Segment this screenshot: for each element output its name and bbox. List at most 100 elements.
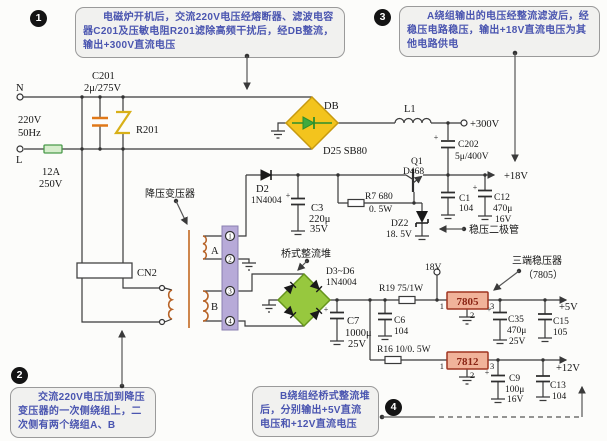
- terminal-l: [16, 145, 24, 153]
- label-q1: Q1: [411, 157, 423, 167]
- label-r16: R16 10/0. 5W: [377, 345, 431, 355]
- transformer: 1 2 3 4: [158, 225, 239, 331]
- label-d3d6: D3~D6: [326, 267, 355, 277]
- label-d25: D25 SB80: [323, 146, 367, 157]
- plus-c9: +: [485, 368, 490, 377]
- label-r201: R201: [136, 125, 159, 136]
- label-r7: R7 680: [365, 192, 393, 202]
- label-c7: C7: [347, 316, 359, 327]
- label-300v: +300V: [470, 119, 500, 130]
- pin-2-label: 2: [228, 256, 232, 264]
- resistor-r16: [384, 355, 402, 365]
- label-c7-voltage: 25V: [348, 339, 367, 350]
- label-50hz: 50Hz: [18, 128, 41, 139]
- label-c15-value: 105: [553, 328, 568, 338]
- label-c9-voltage: 16V: [507, 395, 524, 405]
- callout-4-text: B绕组经桥式整流堆后，分别输出+5V直流电压和+12V直流电压: [260, 391, 370, 431]
- label-regulator-note2: （7805）: [523, 269, 563, 281]
- label-c9: C9: [509, 374, 520, 384]
- pin-3-label: 3: [228, 288, 232, 296]
- label-c1: C1: [459, 194, 470, 204]
- label-winding-a: A: [211, 246, 219, 257]
- cap-c15: [538, 313, 552, 321]
- label-db: DB: [324, 101, 339, 112]
- component-labels: N L 220V 50Hz 12A 250V C201 2μ/275V R201…: [16, 71, 580, 405]
- label-c3-voltage: 35V: [310, 224, 329, 235]
- pin-1-label: 1: [228, 233, 232, 241]
- plus-c3: +: [286, 191, 291, 200]
- terminal-18v: [433, 268, 441, 276]
- label-c12: C12: [494, 193, 510, 203]
- label-c6-value: 104: [394, 327, 409, 337]
- callout-4-badge: 4: [385, 399, 402, 416]
- pin-4-label: 4: [228, 318, 232, 326]
- winding-b: [202, 290, 209, 322]
- label-c35-voltage: 25V: [509, 337, 526, 347]
- label-l: L: [16, 155, 22, 166]
- label-5v-out: +5V: [559, 302, 578, 313]
- cap-c35: [493, 311, 507, 321]
- label-c12-voltage: 16V: [495, 215, 512, 225]
- label-r19: R19 75/1W: [379, 284, 423, 294]
- varistor-r201: [113, 110, 133, 135]
- resistor-r19: [398, 295, 416, 305]
- cap-c3: [291, 197, 305, 206]
- callout-3: A绕组输出的电压经整流滤波后，经稳压电路稳压，输出+18V直流电压为其他电路供电: [399, 6, 600, 57]
- label-c6: C6: [394, 316, 405, 326]
- callout-leaders: [118, 50, 586, 420]
- label-d2: D2: [256, 184, 269, 195]
- callout-4: B绕组经桥式整流堆后，分别输出+5V直流电压和+12V直流电压: [252, 386, 379, 437]
- transistor-q1: [405, 169, 423, 192]
- plus-c202: +: [434, 133, 439, 142]
- cap-c201: [92, 116, 108, 127]
- label-18v-tap: 18V: [425, 263, 442, 273]
- regulator-7812: [446, 351, 489, 370]
- label-regulator-note: 三端稳压器: [512, 254, 562, 267]
- winding-a: [202, 235, 207, 260]
- callout-2-badge: 2: [11, 367, 28, 384]
- label-fuse-a: 12A: [42, 167, 61, 178]
- label-12v-out: +12V: [556, 363, 580, 374]
- plus-c7: +: [324, 305, 329, 314]
- bridge-diode-icon: [283, 305, 297, 319]
- junction-dots: [80, 95, 547, 362]
- zener-dz2: [415, 211, 429, 227]
- bridge-diode-icon: [283, 281, 297, 295]
- annotation-arrows: [173, 198, 522, 291]
- bridge-diode-icon: [309, 307, 323, 321]
- cap-c1: [441, 191, 455, 199]
- label-transformer: 降压变压器: [145, 187, 195, 200]
- cap-c9: [491, 374, 505, 383]
- label-fuse-v: 250V: [39, 179, 63, 190]
- fuse: [43, 144, 63, 154]
- label-7805-pin2: 2: [470, 310, 474, 320]
- regulator-7805-label: 7805: [457, 296, 480, 308]
- bridge-diode-icon: [309, 279, 323, 293]
- label-7812-pin3: 3: [490, 361, 494, 371]
- connector-cn2: [76, 262, 133, 279]
- cap-c12: [478, 189, 492, 198]
- cap-c6: [378, 312, 392, 321]
- label-zener-note: 稳压二极管: [469, 223, 519, 236]
- label-c201: C201: [92, 71, 115, 82]
- capacitors: [92, 116, 552, 383]
- label-c13-value: 104: [552, 392, 567, 402]
- label-cn2: CN2: [137, 268, 157, 279]
- label-l1: L1: [404, 104, 416, 115]
- label-q1-type: D468: [403, 167, 424, 177]
- secondary-connector: [221, 225, 239, 331]
- circuit-wires: [23, 96, 568, 399]
- terminal-300v: [460, 119, 468, 127]
- label-dz2: DZ2: [391, 219, 409, 229]
- label-c35-value: 470μ: [507, 326, 526, 336]
- label-c12-value: 470μ: [493, 204, 512, 214]
- plus-c35: +: [487, 305, 492, 314]
- label-c201-value: 2μ/275V: [84, 83, 122, 94]
- label-d3d6-type: 1N4004: [326, 278, 357, 288]
- label-bridge-note: 桥式整流堆: [281, 247, 331, 260]
- label-7812-pin1: 1: [440, 361, 444, 371]
- label-c3-value: 220μ: [309, 214, 331, 225]
- terminal-n: [16, 93, 24, 101]
- label-c35: C35: [508, 315, 524, 325]
